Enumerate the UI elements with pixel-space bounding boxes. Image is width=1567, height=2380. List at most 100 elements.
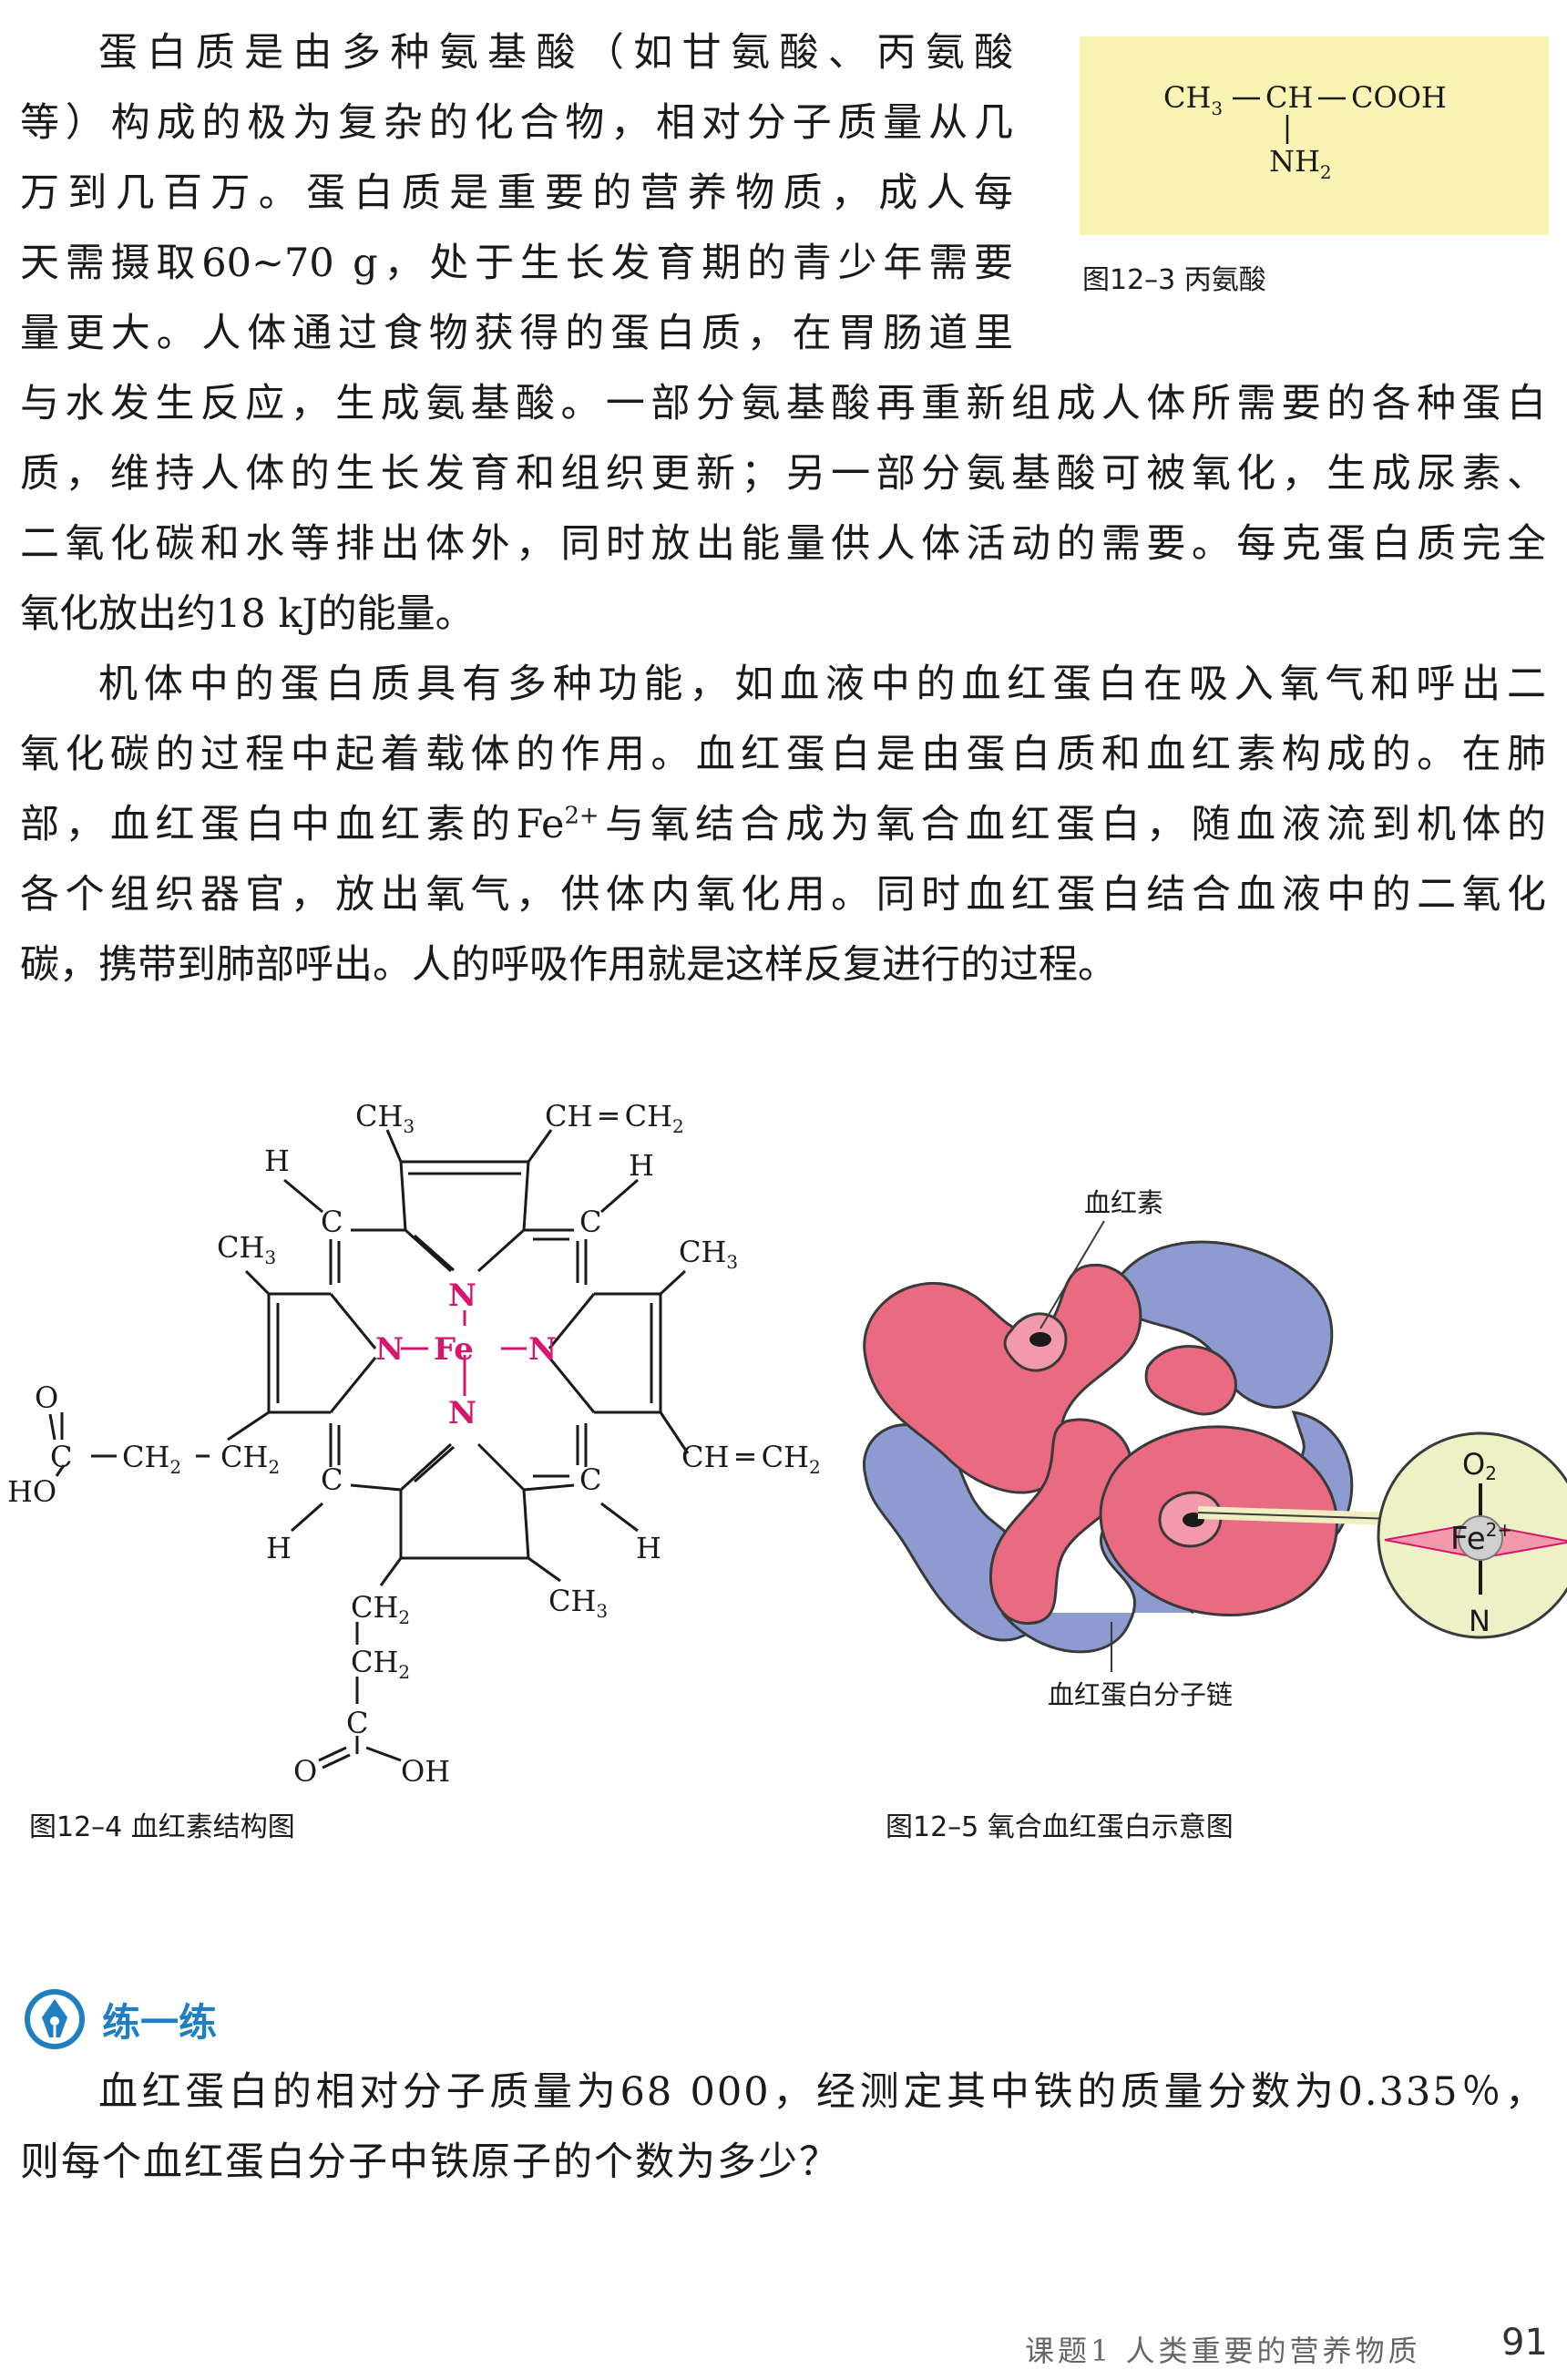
atom-label: H bbox=[264, 1144, 290, 1178]
atom-sub: 2 bbox=[398, 1606, 410, 1628]
paragraph-hemoglobin: 机体中的蛋白质具有多种功能，如血液中的血红蛋白在吸入氧气和呼出二 氧化碳的过程中… bbox=[20, 650, 1546, 1000]
text-line: 则每个血红蛋白分子中铁原子的个数为多少？ bbox=[20, 2139, 840, 2185]
svg-text:CH3: CH3 bbox=[548, 1584, 608, 1622]
label-hemoglobin-chain: 血红蛋白分子链 bbox=[1048, 1679, 1233, 1710]
atom-label: C bbox=[321, 1205, 343, 1239]
oxygen-label: O bbox=[1462, 1447, 1485, 1482]
alanine-cooh: COOH bbox=[1351, 80, 1447, 115]
figure-caption-alanine: 图12–3 丙氨酸 bbox=[1082, 264, 1266, 296]
atom-label: C bbox=[579, 1205, 601, 1239]
text-line: 氧化放出约18 kJ的能量。 bbox=[20, 591, 475, 637]
svg-text:Fe2+: Fe2+ bbox=[1450, 1519, 1512, 1557]
nitrogen-atom: N bbox=[528, 1331, 557, 1368]
text-line: 与水发生反应，生成氨基酸。一部分氨基酸再重新组成人体所需要的各种蛋白 bbox=[20, 381, 1546, 426]
atom-label: C bbox=[346, 1706, 368, 1740]
atom-label: CH bbox=[351, 1590, 398, 1625]
text-line: 天需摄取60~70 g，处于生长发育期的青少年需要 bbox=[20, 241, 1013, 286]
paragraph-protein-intro-cont: 与水发生反应，生成氨基酸。一部分氨基酸再重新组成人体所需要的各种蛋白 质，维持人… bbox=[20, 369, 1546, 650]
text-line: 部，血红蛋白中血红素的Fe2+与氧结合成为氧合血红蛋白，随血液流到机体的 bbox=[20, 790, 1546, 860]
text-line: 氧化碳的过程中起着载体的作用。血红蛋白是由蛋白质和血红素构成的。在肺 bbox=[20, 732, 1546, 777]
atom-sub: 2 bbox=[169, 1456, 181, 1478]
text-line: 碳，携带到肺部呼出。人的呼吸作用就是这样反复进行的过程。 bbox=[20, 942, 1117, 988]
atom-label: CH bbox=[681, 1440, 729, 1474]
atom-label: CH bbox=[217, 1230, 264, 1265]
svg-text:CH2: CH2 bbox=[122, 1440, 181, 1478]
svg-text:CH3: CH3 bbox=[217, 1230, 276, 1268]
page-number: 91 bbox=[1501, 2322, 1548, 2364]
atom-sub: 2 bbox=[809, 1456, 821, 1478]
atom-label: H bbox=[636, 1531, 661, 1565]
exercise-header: 练一练 bbox=[20, 1986, 217, 2052]
nitrogen-atom: N bbox=[448, 1395, 476, 1431]
svg-text:CH3: CH3 bbox=[355, 1099, 415, 1137]
exercise-title: 练一练 bbox=[102, 1999, 218, 2045]
text-line: 量更大。人体通过食物获得的蛋白质，在胃肠道里 bbox=[20, 311, 1013, 356]
text-line: 血红蛋白的相对分子质量为68 000，经测定其中铁的质量分数为0.335％， bbox=[98, 2069, 1546, 2115]
svg-text:CH2: CH2 bbox=[351, 1590, 410, 1628]
atom-label: CH bbox=[355, 1099, 403, 1134]
nitrogen-label: N bbox=[1469, 1604, 1490, 1638]
atom-label: CH bbox=[548, 1584, 596, 1618]
text-line: 质，维持人体的生长发育和组织更新；另一部分氨基酸可被氧化，生成尿素、 bbox=[20, 451, 1546, 497]
text-line: 等）构成的极为复杂的化合物，相对分子质量从几 bbox=[20, 100, 1013, 146]
nitrogen-atom: N bbox=[375, 1331, 404, 1368]
alanine-ch: CH bbox=[1265, 80, 1313, 115]
atom-label: CH bbox=[220, 1440, 268, 1474]
svg-text:CH3: CH3 bbox=[1163, 80, 1223, 119]
atom-sub: 3 bbox=[264, 1246, 276, 1268]
oxyhemoglobin-diagram: O2 Fe2+ N 血红素 血红蛋白分子链 bbox=[863, 1187, 1567, 1710]
svg-text:CH═CH2: CH═CH2 bbox=[545, 1099, 684, 1137]
oxygen-sub: 2 bbox=[1485, 1462, 1497, 1484]
atom-label: OH bbox=[401, 1754, 450, 1786]
atom-label: CH bbox=[351, 1645, 398, 1679]
alanine-formula: CH3 CH COOH NH2 bbox=[1163, 80, 1447, 183]
text-line: 机体中的蛋白质具有多种功能，如血液中的血红蛋白在吸入氧气和呼出二 bbox=[98, 662, 1546, 707]
iron-label: Fe bbox=[1450, 1521, 1486, 1557]
figure-caption-oxyhemoglobin: 图12–5 氧合血红蛋白示意图 bbox=[886, 1811, 1234, 1843]
iron-atom: Fe bbox=[434, 1331, 474, 1368]
label-heme: 血红素 bbox=[1084, 1187, 1163, 1218]
text-fragment: 部，血红蛋白中血红素的Fe bbox=[20, 802, 565, 847]
atom-sub: 2 bbox=[268, 1456, 280, 1478]
atom-label: O bbox=[35, 1380, 58, 1415]
footer-lesson-title: 课题1 人类重要的营养物质 bbox=[1025, 2334, 1421, 2368]
text-line: 各个组织器官，放出氧气，供体内氧化用。同时血红蛋白结合血液中的二氧化 bbox=[20, 872, 1546, 918]
heme-structure-diagram: CH3 CH═CH2 H H C C CH3 CH3 O C CH2 CH2 H… bbox=[7, 1099, 821, 1786]
svg-text:NH2: NH2 bbox=[1269, 144, 1332, 183]
protein-chain-blue bbox=[863, 1240, 1354, 1654]
atom-label: HO bbox=[7, 1474, 56, 1509]
atom-label: C bbox=[321, 1462, 343, 1497]
atom-label: H bbox=[266, 1531, 292, 1565]
atom-sub: 3 bbox=[596, 1600, 608, 1622]
atom-sub: 2 bbox=[398, 1661, 410, 1683]
iron-charge: 2+ bbox=[1486, 1519, 1512, 1541]
atom-label: CH bbox=[122, 1440, 169, 1474]
svg-text:CH2: CH2 bbox=[220, 1440, 280, 1478]
svg-text:CH═CH2: CH═CH2 bbox=[681, 1440, 821, 1478]
svg-text:CH3: CH3 bbox=[679, 1235, 738, 1273]
svg-text:O2: O2 bbox=[1462, 1447, 1497, 1484]
alanine-formula-box: CH3 CH COOH NH2 bbox=[1080, 36, 1549, 235]
fe-charge: 2+ bbox=[564, 802, 599, 830]
atom-label: C bbox=[50, 1440, 72, 1474]
atom-sub: 3 bbox=[726, 1251, 738, 1273]
svg-text:CH2: CH2 bbox=[351, 1645, 410, 1683]
atom-label: CH bbox=[679, 1235, 726, 1269]
text-line: 二氧化碳和水等排出体外，同时放出能量供人体活动的需要。每克蛋白质完全 bbox=[20, 521, 1546, 567]
exercise-question: 血红蛋白的相对分子质量为68 000，经测定其中铁的质量分数为0.335％， 则… bbox=[20, 2057, 1546, 2198]
nitrogen-atom: N bbox=[448, 1277, 476, 1314]
pen-nib-icon bbox=[25, 1989, 85, 2049]
atom-label: H bbox=[629, 1148, 654, 1183]
atom-label: CH bbox=[625, 1099, 672, 1134]
text-line: 蛋白质是由多种氨基酸（如甘氨酸、丙氨酸 bbox=[98, 30, 1013, 76]
alanine-nh2: NH bbox=[1269, 144, 1320, 179]
atom-sub: 2 bbox=[672, 1115, 684, 1137]
alanine-nh2-sub: 2 bbox=[1320, 161, 1332, 183]
figure-caption-heme: 图12–4 血红素结构图 bbox=[29, 1811, 295, 1843]
alanine-ch3-sub: 3 bbox=[1211, 97, 1223, 119]
atom-sub: 3 bbox=[403, 1115, 415, 1137]
atom-label: CH bbox=[762, 1440, 809, 1474]
atom-label: C bbox=[579, 1462, 601, 1497]
atom-label: O bbox=[293, 1754, 317, 1786]
paragraph-protein-intro: 蛋白质是由多种氨基酸（如甘氨酸、丙氨酸 等）构成的极为复杂的化合物，相对分子质量… bbox=[20, 18, 1013, 369]
